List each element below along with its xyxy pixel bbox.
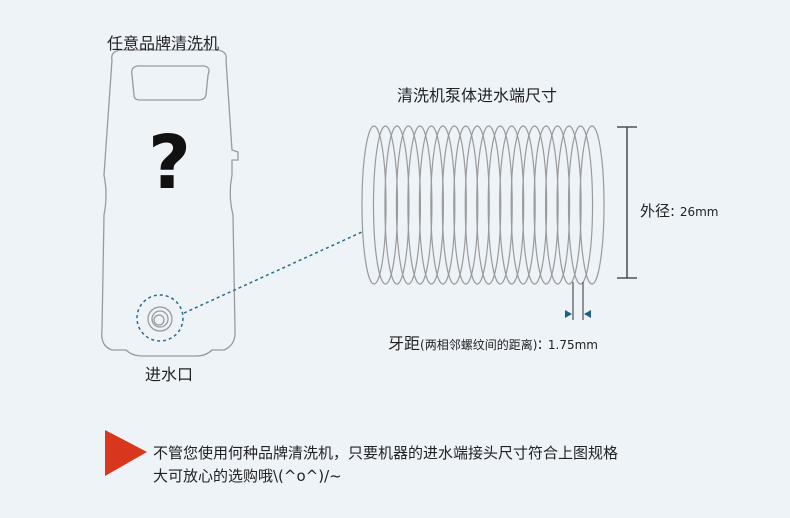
pitch-dimension — [565, 282, 591, 320]
thread-ring — [499, 125, 525, 285]
thread-ring — [579, 125, 605, 285]
machine-title: 任意品牌清洗机 — [107, 34, 220, 53]
pitch-note: (两相邻螺纹间的距离) — [420, 338, 538, 352]
question-mark: ? — [148, 120, 191, 206]
outer-diameter-label: 外径: — [640, 202, 676, 220]
machine-outline — [101, 49, 239, 357]
thread-ring — [441, 125, 467, 285]
thread-ring — [544, 125, 571, 285]
pitch: 牙距(两相邻螺纹间的距离): 1.75mm — [388, 330, 598, 354]
thread-ring — [567, 125, 594, 285]
pitch-arrow-left — [584, 310, 591, 318]
thread-ring — [372, 125, 399, 285]
thread-ring — [395, 125, 422, 285]
thread-ring — [407, 125, 433, 285]
red-triangle-icon — [105, 430, 147, 476]
pitch-value: 1.75mm — [547, 338, 598, 352]
thread-ring — [464, 125, 490, 285]
thread-ring — [510, 125, 536, 285]
thread-ring — [384, 125, 410, 285]
connector-dotted-line — [183, 231, 363, 314]
thread-ring — [418, 125, 444, 285]
outer-diameter-dimension — [617, 126, 637, 279]
thread-ring — [533, 125, 559, 285]
thread-ring — [476, 125, 502, 285]
note-line-2: 大可放心的选购哦\(^o^)/~ — [153, 467, 342, 485]
thread-ring — [453, 125, 479, 285]
thread-ring — [361, 125, 387, 285]
pitch-colon: : — [537, 334, 543, 353]
thread-ring — [430, 125, 456, 285]
outer-diameter-value: 26mm — [679, 205, 719, 219]
thread-ring — [487, 125, 513, 285]
pitch-arrow-right — [565, 310, 572, 318]
thread-ring — [556, 125, 582, 285]
pump-title: 清洗机泵体进水端尺寸 — [397, 86, 558, 105]
pitch-label: 牙距 — [388, 334, 421, 353]
inlet-label: 进水口 — [145, 365, 194, 384]
thread-ring — [522, 125, 548, 285]
outer-diameter: 外径: 26mm — [640, 200, 719, 221]
note-line-1: 不管您使用何种品牌清洗机，只要机器的进水端接头尺寸符合上图规格 — [153, 444, 619, 462]
thread-coil — [361, 125, 605, 285]
inlet-highlight-circle — [136, 294, 184, 342]
